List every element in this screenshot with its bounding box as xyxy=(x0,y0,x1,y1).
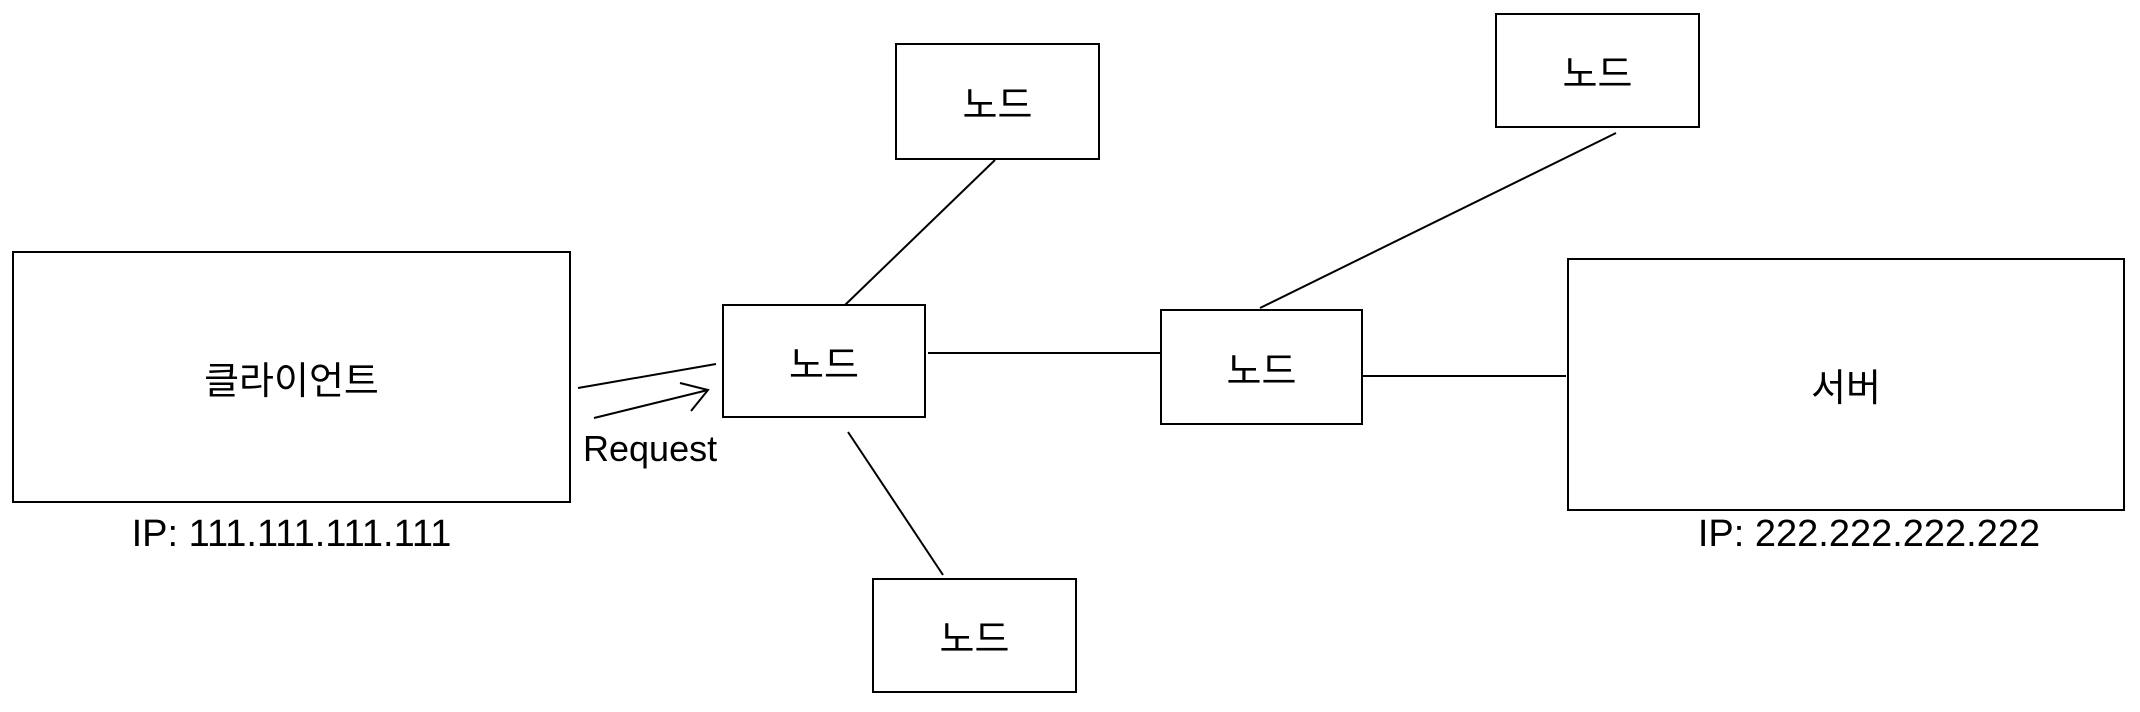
edge-hub-bottom-line xyxy=(847,431,944,576)
node-top-box[interactable]: 노드 xyxy=(895,43,1100,160)
request-arrow-line-lower xyxy=(593,389,709,419)
request-arrow-label: Request xyxy=(583,428,718,469)
node-bottom-box[interactable]: 노드 xyxy=(872,578,1077,693)
request-arrowhead-icon xyxy=(679,382,710,412)
edge-hub-top-line xyxy=(844,159,996,306)
client-ip-caption: IP: 111.111.111.111 xyxy=(131,513,452,555)
edge-relay-topright-line xyxy=(1259,132,1617,309)
node-relay-box[interactable]: 노드 xyxy=(1160,309,1363,425)
client-node-box[interactable]: 클라이언트 xyxy=(12,251,571,503)
node-relay-label: 노드 xyxy=(1226,350,1297,393)
node-bottom-label: 노드 xyxy=(939,619,1010,661)
node-top-right-label: 노드 xyxy=(1562,54,1633,96)
node-hub-box[interactable]: 노드 xyxy=(722,304,926,418)
client-label: 클라이언트 xyxy=(204,360,379,403)
node-top-label: 노드 xyxy=(962,85,1033,127)
node-top-right-box[interactable]: 노드 xyxy=(1495,13,1700,128)
server-ip-caption: IP: 222.222.222.222 xyxy=(1697,513,2041,555)
node-hub-label: 노드 xyxy=(789,344,859,387)
server-node-box[interactable]: 서버 xyxy=(1567,258,2125,511)
server-label: 서버 xyxy=(1811,368,1881,410)
request-arrow-line-upper xyxy=(577,363,717,389)
